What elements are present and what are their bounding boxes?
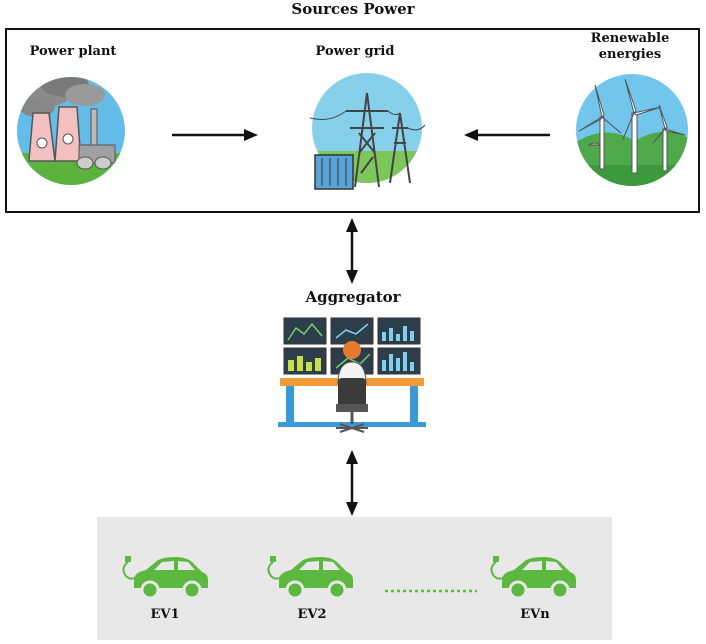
aggregator-operator-icon bbox=[278, 317, 426, 433]
aggregator-label: Aggregator bbox=[305, 288, 401, 306]
renewable-label-line2: energies bbox=[598, 47, 662, 62]
power-plant-icon bbox=[17, 77, 125, 185]
arrow-grid-aggregator bbox=[346, 218, 358, 284]
arrow-plant-to-grid bbox=[172, 129, 258, 141]
ev-car-icon-2 bbox=[267, 556, 353, 600]
ev-car-icon-1 bbox=[122, 556, 208, 600]
renewable-label-line1: Renewable bbox=[590, 31, 670, 46]
power-grid-icon bbox=[309, 73, 426, 190]
ev2-label: EV2 bbox=[297, 607, 327, 622]
sources-power-box bbox=[5, 28, 700, 213]
ev-car-icon-n bbox=[490, 556, 576, 600]
power-plant-label: Power plant bbox=[29, 44, 117, 59]
arrow-renewable-to-grid bbox=[464, 129, 550, 141]
ellipsis-dotted-line bbox=[385, 589, 477, 593]
ev1-label: EV1 bbox=[150, 607, 180, 622]
diagram-title: Sources Power bbox=[291, 0, 415, 18]
arrow-aggregator-evs bbox=[346, 450, 358, 516]
wind-turbines-icon bbox=[576, 74, 688, 186]
power-grid-label: Power grid bbox=[315, 44, 395, 59]
evn-label: EVn bbox=[520, 607, 550, 622]
